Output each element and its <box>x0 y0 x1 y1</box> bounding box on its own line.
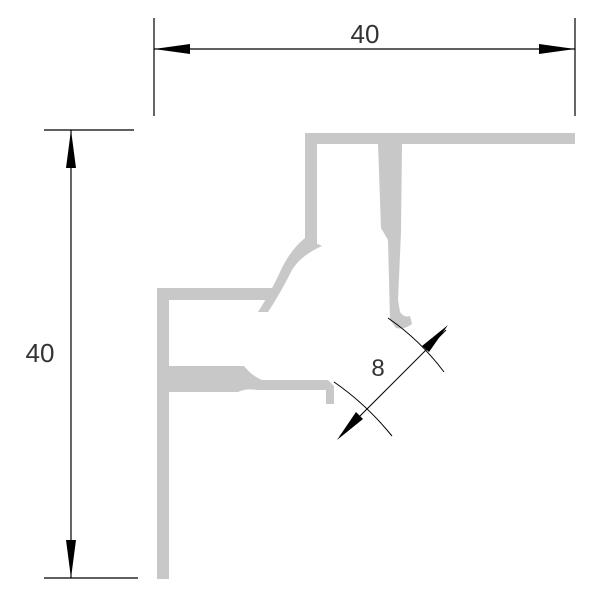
gap-extension-lower <box>333 381 393 437</box>
gap-extension-upper <box>387 317 445 373</box>
gap-arrow-lower <box>337 412 363 440</box>
top-flange <box>305 133 575 144</box>
height-arrow-top <box>66 130 76 168</box>
width-dimension <box>153 18 576 116</box>
hanging-leg <box>378 144 412 329</box>
main-leg <box>157 366 169 579</box>
width-arrow-left <box>154 44 190 54</box>
gap-arrow-upper <box>422 325 448 352</box>
lower-arm <box>157 366 334 404</box>
gap-dimension <box>333 317 447 437</box>
upper-shoulder <box>258 238 322 312</box>
height-label: 40 <box>26 338 55 368</box>
width-label: 40 <box>351 19 380 49</box>
left-connector <box>157 288 169 380</box>
profile-section <box>157 133 575 579</box>
upper-web <box>305 133 317 248</box>
gap-label: 8 <box>371 355 384 382</box>
upper-arm <box>157 288 272 300</box>
height-dimension <box>44 129 138 579</box>
width-arrow-right <box>539 44 575 54</box>
height-arrow-bottom <box>66 540 76 578</box>
